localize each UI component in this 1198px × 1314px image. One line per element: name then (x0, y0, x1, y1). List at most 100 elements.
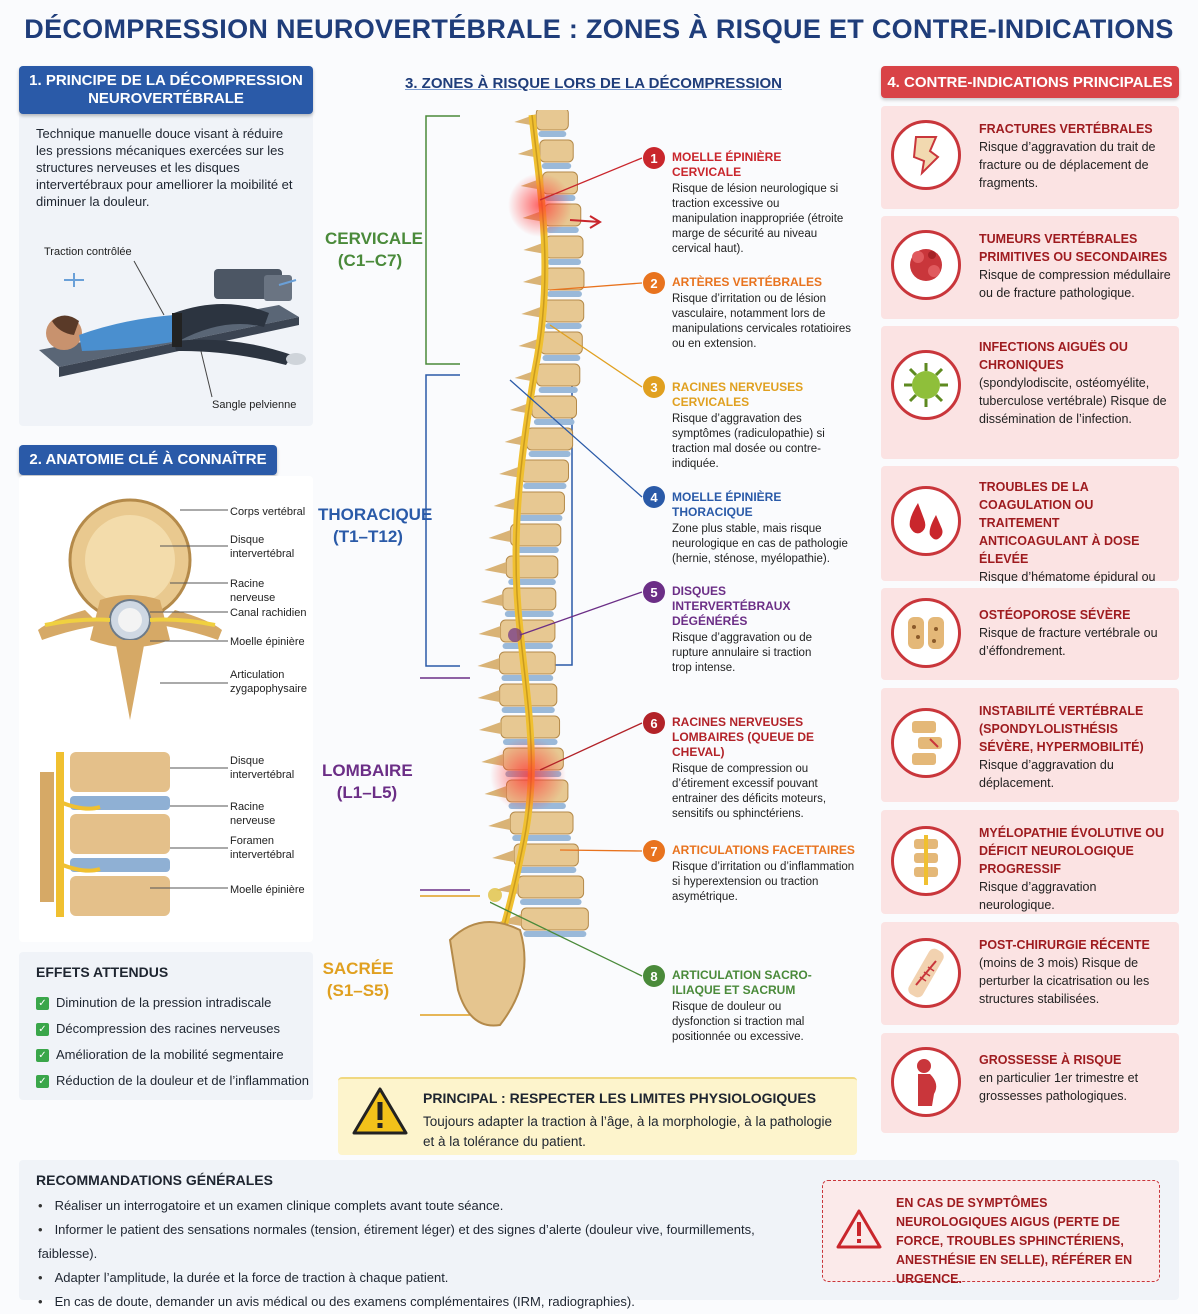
effect-item: ✓Amélioration de la mobilité segmentaire (36, 1042, 309, 1068)
effect-item: ✓Diminution de la pression intradiscale (36, 990, 309, 1016)
label-sangle: Sangle pelvienne (212, 399, 297, 411)
label-traction: Traction contrôlée (44, 246, 132, 258)
region-sacree: SACRÉE(S1–S5) (322, 959, 394, 1000)
intervertebral-disc (512, 547, 559, 553)
virus-icon (891, 350, 961, 420)
intervertebral-disc (508, 579, 556, 585)
ci-card-instabilite: INSTABILITÉ VERTÉBRALE (SPONDYLOLISTHÉSI… (881, 688, 1179, 802)
spinous-process (522, 274, 545, 286)
urgent-alert-box (822, 1180, 1160, 1282)
ci-card-tumeurs: TUMEURS VERTÉBRALES PRIMITIVES OU SECOND… (881, 216, 1179, 319)
spinous-process (488, 530, 511, 542)
principle-text: Technique manuelle douce visant à réduir… (36, 126, 293, 209)
principle-header: 1. PRINCIPE DE LA DÉCOMPRESSION NEUROVER… (19, 66, 313, 114)
risk-item-3: RACINES NERVEUSES CERVICALES Risque d’ag… (672, 380, 825, 470)
spinous-process (478, 722, 501, 734)
label-racine-2: Racine nerveuse (230, 801, 276, 827)
check-icon: ✓ (36, 1049, 49, 1063)
effects-panel (19, 952, 313, 1100)
fracture-icon (891, 120, 961, 190)
effects-list: ✓Diminution de la pression intradiscale … (36, 990, 309, 1094)
risk-number-4: 4 (643, 486, 665, 508)
anatomy-header: 2. ANATOMIE CLÉ À CONNAÎTRE (19, 445, 277, 475)
risk-number-6: 6 (643, 712, 665, 734)
risk-number-2: 2 (643, 272, 665, 294)
contraindications-header: 4. CONTRE-INDICATIONS PRINCIPALES (881, 66, 1179, 98)
region-lombaire: LOMBAIRE(L1–L5) (322, 761, 413, 802)
spinous-process (521, 306, 544, 318)
effects-title: EFFETS ATTENDUS (36, 964, 169, 980)
label-articulation: Articulation zygapophysaire (230, 669, 308, 695)
risk-callout-lines (490, 157, 643, 977)
spinous-process (518, 338, 541, 350)
spinous-process (477, 658, 500, 670)
check-icon: ✓ (36, 997, 49, 1011)
check-icon: ✓ (36, 1023, 49, 1037)
region-thoracique: THORACIQUE(T1–T12) (318, 505, 433, 546)
vertebra-top-view (38, 498, 222, 720)
spinal-cord-icon (891, 826, 961, 896)
spinous-process (484, 562, 507, 574)
scar-icon (891, 938, 961, 1008)
intervertebral-disc (538, 387, 578, 393)
warning-title: PRINCIPAL : RESPECTER LES LIMITES PHYSIO… (423, 1090, 817, 1106)
intervertebral-disc (528, 451, 571, 457)
intervertebral-disc (538, 131, 567, 137)
risk-item-6: RACINES NERVEUSES LOMBAIRES (QUEUE DE CH… (672, 715, 827, 820)
zones-header: 3. ZONES À RISQUE LORS DE LA DÉCOMPRESSI… (405, 75, 782, 92)
spinous-process (478, 626, 501, 638)
urgent-alert-text: EN CAS DE SYMPTÔMES NEUROLOGIQUES AIGUS … (896, 1196, 1133, 1286)
risk-number-7: 7 (643, 840, 665, 862)
ci-card-infections: INFECTIONS AIGUËS OU CHRONIQUES(spondylo… (881, 326, 1179, 459)
vertebra-side-view (40, 752, 170, 917)
label-disque-2: Disque intervertébral (230, 755, 295, 781)
instability-icon (891, 708, 961, 778)
intervertebral-disc (541, 163, 572, 169)
ci-card-myelopathie: MYÉLOPATHIE ÉVOLUTIVE OU DÉFICIT NEUROLO… (881, 810, 1179, 914)
label-moelle-2: Moelle épinière (230, 884, 305, 896)
vertebra-body (535, 110, 569, 131)
intervertebral-disc (533, 419, 575, 425)
traction-table-illustration (39, 260, 306, 398)
effect-item: ✓Réduction de la douleur et de l’inflamm… (36, 1068, 309, 1094)
label-racine-1: Racine nerveuse (230, 578, 276, 604)
warning-box (338, 1077, 857, 1155)
label-moelle-1: Moelle épinière (230, 636, 305, 648)
label-foramen: Foramen intervertébral (230, 835, 295, 861)
ci-card-post-chirurgie: POST-CHIRURGIE RÉCENTE(moins de 3 mois) … (881, 922, 1179, 1025)
alert-triangle-icon (836, 1209, 882, 1249)
spinous-process (499, 466, 522, 478)
spinous-process (480, 594, 503, 606)
label-canal: Canal rachidien (230, 607, 307, 619)
risk-item-5: DISQUES INTERVERTÉBRAUX DÉGÉNÉRÉS Risque… (672, 584, 813, 674)
risk-number-8: 8 (643, 965, 665, 987)
risk-number-5: 5 (643, 581, 665, 603)
list-item: Informer le patient des sensations norma… (38, 1218, 808, 1266)
vertebra-body (539, 139, 574, 163)
intervertebral-disc (542, 355, 581, 361)
recommendations-title: RECOMMANDATIONS GÉNÉRALES (36, 1172, 273, 1188)
warning-icon (352, 1087, 408, 1135)
intervertebral-disc (546, 291, 582, 297)
intervertebral-disc (523, 483, 567, 489)
risk-item-2: ARTÈRES VERTÉBRALES Risque d’irritation … (672, 275, 851, 350)
risk-item-7: ARTICULATIONS FACETTAIRES Risque d’irrit… (672, 843, 855, 903)
effect-item: ✓Décompression des racines nerveuses (36, 1016, 309, 1042)
label-disque-1: Disque intervertébral (230, 534, 295, 560)
bone-icon (891, 598, 961, 668)
spinous-process (493, 498, 516, 510)
intervertebral-disc (519, 899, 582, 905)
risk-item-4: MOELLE ÉPINIÈRE THORACIQUE Zone plus sta… (672, 490, 848, 565)
spinous-process (477, 690, 500, 702)
intervertebral-disc (516, 867, 577, 873)
list-item: Réaliser un interrogatoire et un examen … (38, 1194, 808, 1218)
risk-item-8: ARTICULATION SACRO-ILIAQUE ET SACRUM Ris… (672, 968, 812, 1043)
risk-number-3: 3 (643, 376, 665, 398)
page-title: DÉCOMPRESSION NEUROVERTÉBRALE : ZONES À … (24, 14, 1174, 44)
spinous-process (492, 850, 515, 862)
intervertebral-disc (547, 259, 581, 265)
spinous-process (488, 818, 511, 830)
tumor-icon (891, 230, 961, 300)
